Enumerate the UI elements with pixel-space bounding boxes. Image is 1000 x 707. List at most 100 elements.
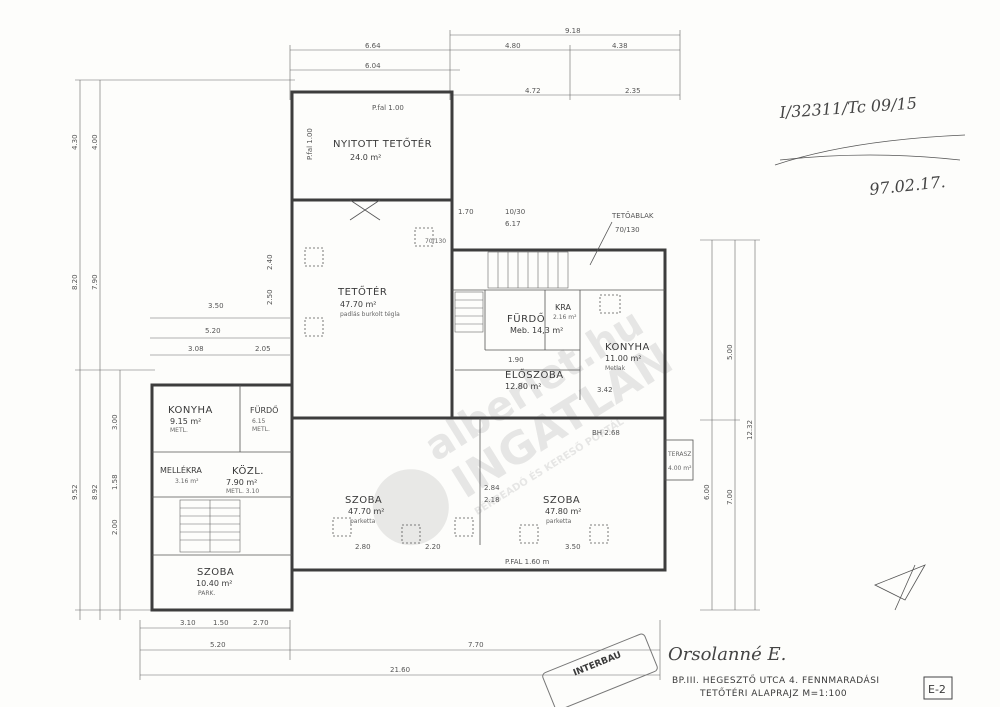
dim-bottom-a: 3.10: [180, 619, 196, 627]
inner-left-dimensions: 3.50 5.20 3.08 2.05 2.40 2.50 P.fal 1.00: [150, 128, 314, 356]
left-dimensions: 8.20 9.52 7.90 4.30 4.00 8.92 3.00 1.58 …: [71, 79, 295, 620]
room-pantry-name: MELLÉKRA: [160, 464, 202, 475]
dim-inner-d: 2.05: [255, 345, 271, 353]
dim-top-c: 4.38: [612, 42, 628, 50]
room-kitchen-left-area: 9.15 m²: [170, 417, 201, 426]
title-line-1: BP.III. HEGESZTŐ UTCA 4. FENNMARADÁSI: [672, 674, 880, 686]
room-terrace-small-area: 4.00 m²: [668, 465, 692, 472]
room-left: SZOBA 10.40 m² PARK.: [196, 567, 234, 597]
room-storage: KRA 2.16 m²: [553, 303, 577, 321]
watermark-logo-icon: [372, 469, 449, 546]
dim-left-7: 7.90: [91, 274, 99, 290]
dim-right-a: 6.00: [703, 484, 711, 500]
room-attic-area: 47.70 m²: [340, 300, 376, 309]
room-bath-main-area: Meb. 14,3 m²: [510, 326, 563, 335]
dim-left-9: 9.52: [71, 484, 79, 500]
dim-stair-c: 6.17: [505, 220, 521, 228]
room-bath-left: FÜRDŐ 6.15 METL.: [250, 405, 278, 433]
room-pantry-area: 3.16 m²: [175, 478, 199, 485]
room-bath-left-floor: METL.: [252, 426, 270, 433]
dim-room-w-c: 3.50: [565, 543, 581, 551]
dim-small-b: 2.50: [266, 289, 274, 305]
stair-left: [179, 499, 241, 553]
top-dimensions: 9.18 6.64 4.80 4.38 6.04 4.72 2.35: [289, 27, 681, 100]
stamp: INTERBAU: [542, 633, 658, 707]
room-attic-name: TETŐTÉR: [337, 284, 387, 298]
handwritten-reference: I/32311/Tc 09/15: [778, 93, 918, 122]
dim-small-f: 3.00: [111, 414, 119, 430]
label-bh: BH 2.68: [592, 429, 620, 437]
room-terrace-small: TERASZ 4.00 m²: [667, 451, 692, 472]
room-storage-name: KRA: [555, 303, 571, 312]
windows: [304, 199, 621, 544]
label-skylight-title: TETŐABLAK: [611, 211, 654, 220]
room-corridor-name: KÖZL.: [232, 464, 264, 477]
dim-top-b: 4.80: [505, 42, 521, 50]
room-right-area: 47.80 m²: [545, 507, 581, 516]
room-kitchen-right-area: 11.00 m²: [605, 354, 641, 363]
dim-left-top-a: 4.30: [71, 134, 79, 150]
room-bath-main: FÜRDŐ Meb. 14,3 m²: [507, 311, 563, 335]
label-mid-height2: 2.18: [484, 496, 500, 504]
handwritten-date: 97.02.17.: [868, 172, 946, 199]
room-mid-area: 47.70 m²: [348, 507, 384, 516]
dim-right-total: 12.32: [746, 420, 754, 440]
room-storage-area: 2.16 m²: [553, 314, 577, 321]
dim-top-total: 9.18: [565, 27, 581, 35]
label-skylight-size: 70/130: [615, 226, 640, 234]
label-p-wall-top: P.fal 1.00: [372, 104, 404, 112]
room-corridor-area: 7.90 m²: [226, 478, 257, 487]
walls: [150, 90, 694, 612]
room-right: SZOBA 47.80 m² parketta: [543, 495, 581, 525]
room-kitchen-left: KONYHA 9.15 m² METL.: [168, 405, 213, 434]
room-right-name: SZOBA: [543, 495, 580, 506]
label-p-wall-bottom: P.FAL 1.60 m: [505, 558, 549, 566]
stair-hall: [454, 291, 484, 333]
room-kitchen-right-name: KONYHA: [605, 342, 650, 353]
room-open-terrace: NYITOTT TETŐTÉR 24.0 m² P.fal 1.00: [333, 104, 432, 162]
dim-inner-b: 5.20: [205, 327, 221, 335]
dim-top-a: 6.64: [365, 42, 381, 50]
room-kitchen-left-name: KONYHA: [168, 405, 213, 416]
dim-small-c: 1.90: [508, 356, 524, 364]
title-line-2: TETŐTÉRI ALAPRAJZ M=1:100: [699, 687, 847, 699]
room-open-terrace-area: 24.0 m²: [350, 153, 381, 162]
room-mid: SZOBA 47.70 m² parketta: [345, 495, 384, 525]
dim-right-c: 5.00: [726, 344, 734, 360]
dim-top-d: 6.04: [365, 62, 381, 70]
room-mid-name: SZOBA: [345, 495, 382, 506]
dim-small-g: 1.58: [111, 474, 119, 490]
dim-top-f: 2.35: [625, 87, 641, 95]
room-left-area: 10.40 m²: [196, 579, 232, 588]
room-corridor-floor: METL. 3.10: [226, 488, 259, 495]
dim-small-e: 8.92: [91, 484, 99, 500]
watermark: alberlet.hu INGATLAN BÉRBEADÓ ÉS KERESŐ …: [372, 300, 682, 546]
dim-room-w-a: 2.80: [355, 543, 371, 551]
north-arrow-icon: [874, 564, 926, 611]
sheet-number: E-2: [928, 683, 946, 696]
room-bath-main-name: FÜRDŐ: [507, 311, 545, 325]
room-bath-left-name: FÜRDŐ: [250, 405, 278, 415]
room-right-floor: parketta: [546, 518, 572, 525]
label-mid-height: 2.84: [484, 484, 500, 492]
room-open-terrace-name: NYITOTT TETŐTÉR: [333, 136, 432, 150]
room-bath-left-area: 6.15: [252, 418, 266, 425]
stair-upper: [487, 251, 569, 289]
dim-small-h: 2.00: [111, 519, 119, 535]
signature: Orsolanné E.: [668, 644, 786, 665]
room-pantry: MELLÉKRA 3.16 m²: [160, 464, 202, 485]
room-hall: ELŐSZOBA 12.80 m² 3.42: [505, 367, 613, 394]
room-terrace-small-name: TERASZ: [667, 451, 691, 458]
misc-labels: P.FAL 1.60 m TETŐABLAK 70/130 70/130 BH …: [355, 208, 654, 566]
room-kitchen-right-floor: Metlak: [605, 365, 626, 372]
stairs: [179, 251, 569, 553]
stamp-text: INTERBAU: [572, 650, 623, 678]
dim-wall-height: P.fal 1.00: [306, 128, 314, 160]
dim-small-a: 2.40: [266, 254, 274, 270]
room-corridor: KÖZL. 7.90 m² METL. 3.10: [226, 464, 264, 495]
room-left-floor: PARK.: [198, 590, 215, 597]
handwritten-annotations: I/32311/Tc 09/15 97.02.17. Orsolanné E.: [668, 93, 966, 665]
room-hall-name: ELŐSZOBA: [505, 367, 564, 381]
dim-left-8: 8.20: [71, 274, 79, 290]
